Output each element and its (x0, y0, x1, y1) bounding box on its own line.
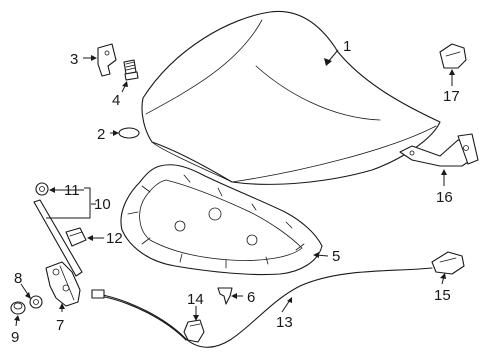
hood-insulator (120, 164, 323, 276)
release-cable (91, 267, 433, 348)
callout-15: 15 (434, 287, 451, 304)
callout-7: 7 (56, 317, 64, 334)
latch-cover (431, 251, 465, 275)
callout-16: 16 (436, 189, 453, 206)
callout-5: 5 (332, 248, 340, 265)
prop-rod-holder (65, 227, 87, 247)
callout-11: 11 (64, 182, 80, 199)
callout-4: 4 (112, 92, 120, 109)
callout-12: 12 (106, 230, 123, 247)
hood-prop-rod (33, 182, 83, 277)
callout-13: 13 (276, 314, 293, 331)
release-handle (183, 319, 205, 343)
bracket (97, 43, 117, 77)
callout-9: 9 (11, 329, 19, 346)
hood-bumper (123, 59, 139, 81)
hood-panel (141, 10, 441, 185)
callout-3: 3 (70, 51, 78, 68)
bolt (29, 295, 43, 309)
callout-10: 10 (94, 196, 111, 213)
cap (10, 301, 26, 315)
plug (118, 127, 140, 139)
hinge-bracket (439, 43, 467, 69)
hood-latch (45, 261, 81, 307)
callout-labels: 1 2 3 4 5 6 7 8 9 10 11 12 13 14 15 16 1… (11, 38, 460, 346)
clip (217, 287, 233, 305)
callout-17: 17 (443, 88, 460, 105)
hood-hinge (399, 133, 479, 167)
callout-14: 14 (187, 291, 204, 308)
callout-1: 1 (343, 38, 351, 55)
callout-8: 8 (14, 270, 22, 287)
callout-2: 2 (97, 126, 105, 143)
callout-6: 6 (247, 289, 255, 306)
leader-lines (14, 49, 455, 327)
